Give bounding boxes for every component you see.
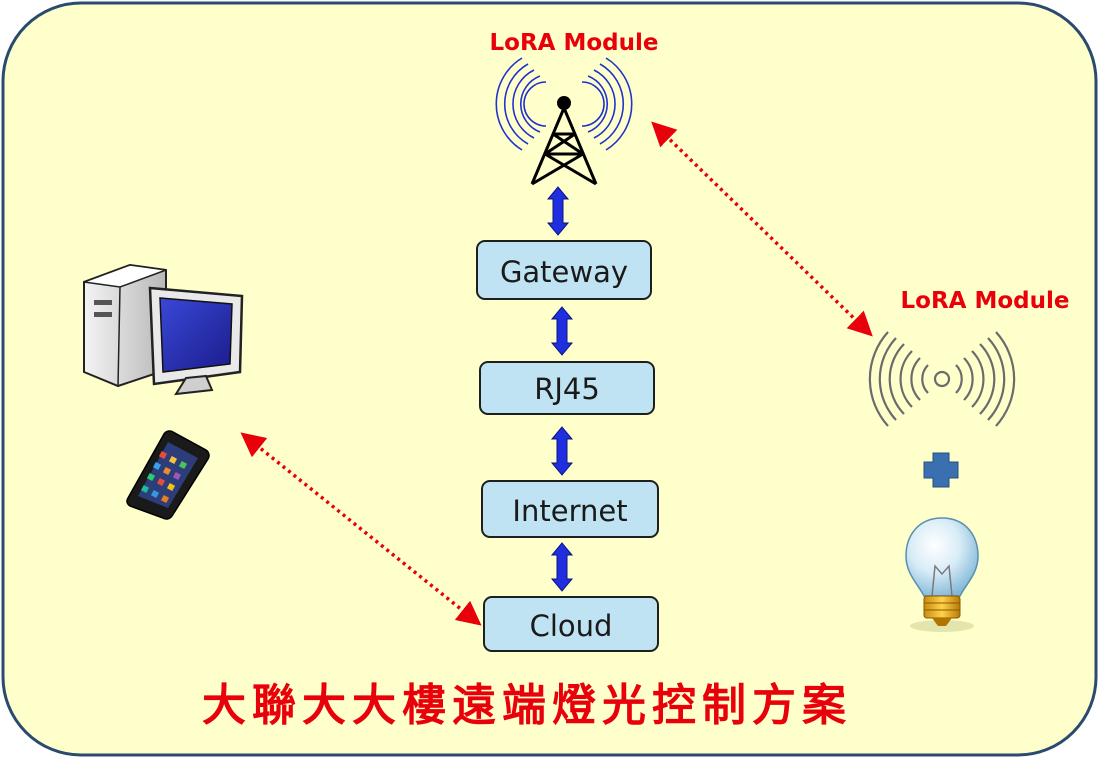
internet-box: Internet bbox=[481, 480, 659, 538]
plus-icon bbox=[923, 452, 959, 488]
light-bulb-icon bbox=[905, 517, 979, 632]
rj45-box: RJ45 bbox=[479, 361, 655, 415]
top-lora-module-label: LoRA Module bbox=[490, 30, 659, 56]
arrow-gateway-rj45 bbox=[550, 306, 574, 356]
arrow-rj45-internet bbox=[550, 426, 574, 476]
antenna-tower-icon bbox=[495, 57, 633, 186]
desktop-computer-icon bbox=[83, 263, 244, 396]
diagram-title: 大聯大大樓遠端燈光控制方案 bbox=[202, 680, 852, 731]
right-lora-module-label: LoRA Module bbox=[901, 288, 1070, 314]
wireless-signal-icon bbox=[868, 331, 1016, 427]
wireless-link-arrow-right bbox=[651, 121, 873, 337]
gateway-label: Gateway bbox=[500, 255, 628, 289]
arrow-tower-gateway bbox=[546, 186, 570, 236]
smartphone-icon bbox=[126, 430, 210, 520]
cloud-box: Cloud bbox=[483, 596, 659, 652]
gateway-box: Gateway bbox=[476, 240, 652, 300]
arrow-internet-cloud bbox=[550, 542, 574, 592]
cloud-client-link-arrow bbox=[240, 432, 482, 626]
internet-label: Internet bbox=[512, 494, 627, 528]
rj45-label: RJ45 bbox=[534, 372, 600, 406]
cloud-label: Cloud bbox=[530, 609, 613, 643]
